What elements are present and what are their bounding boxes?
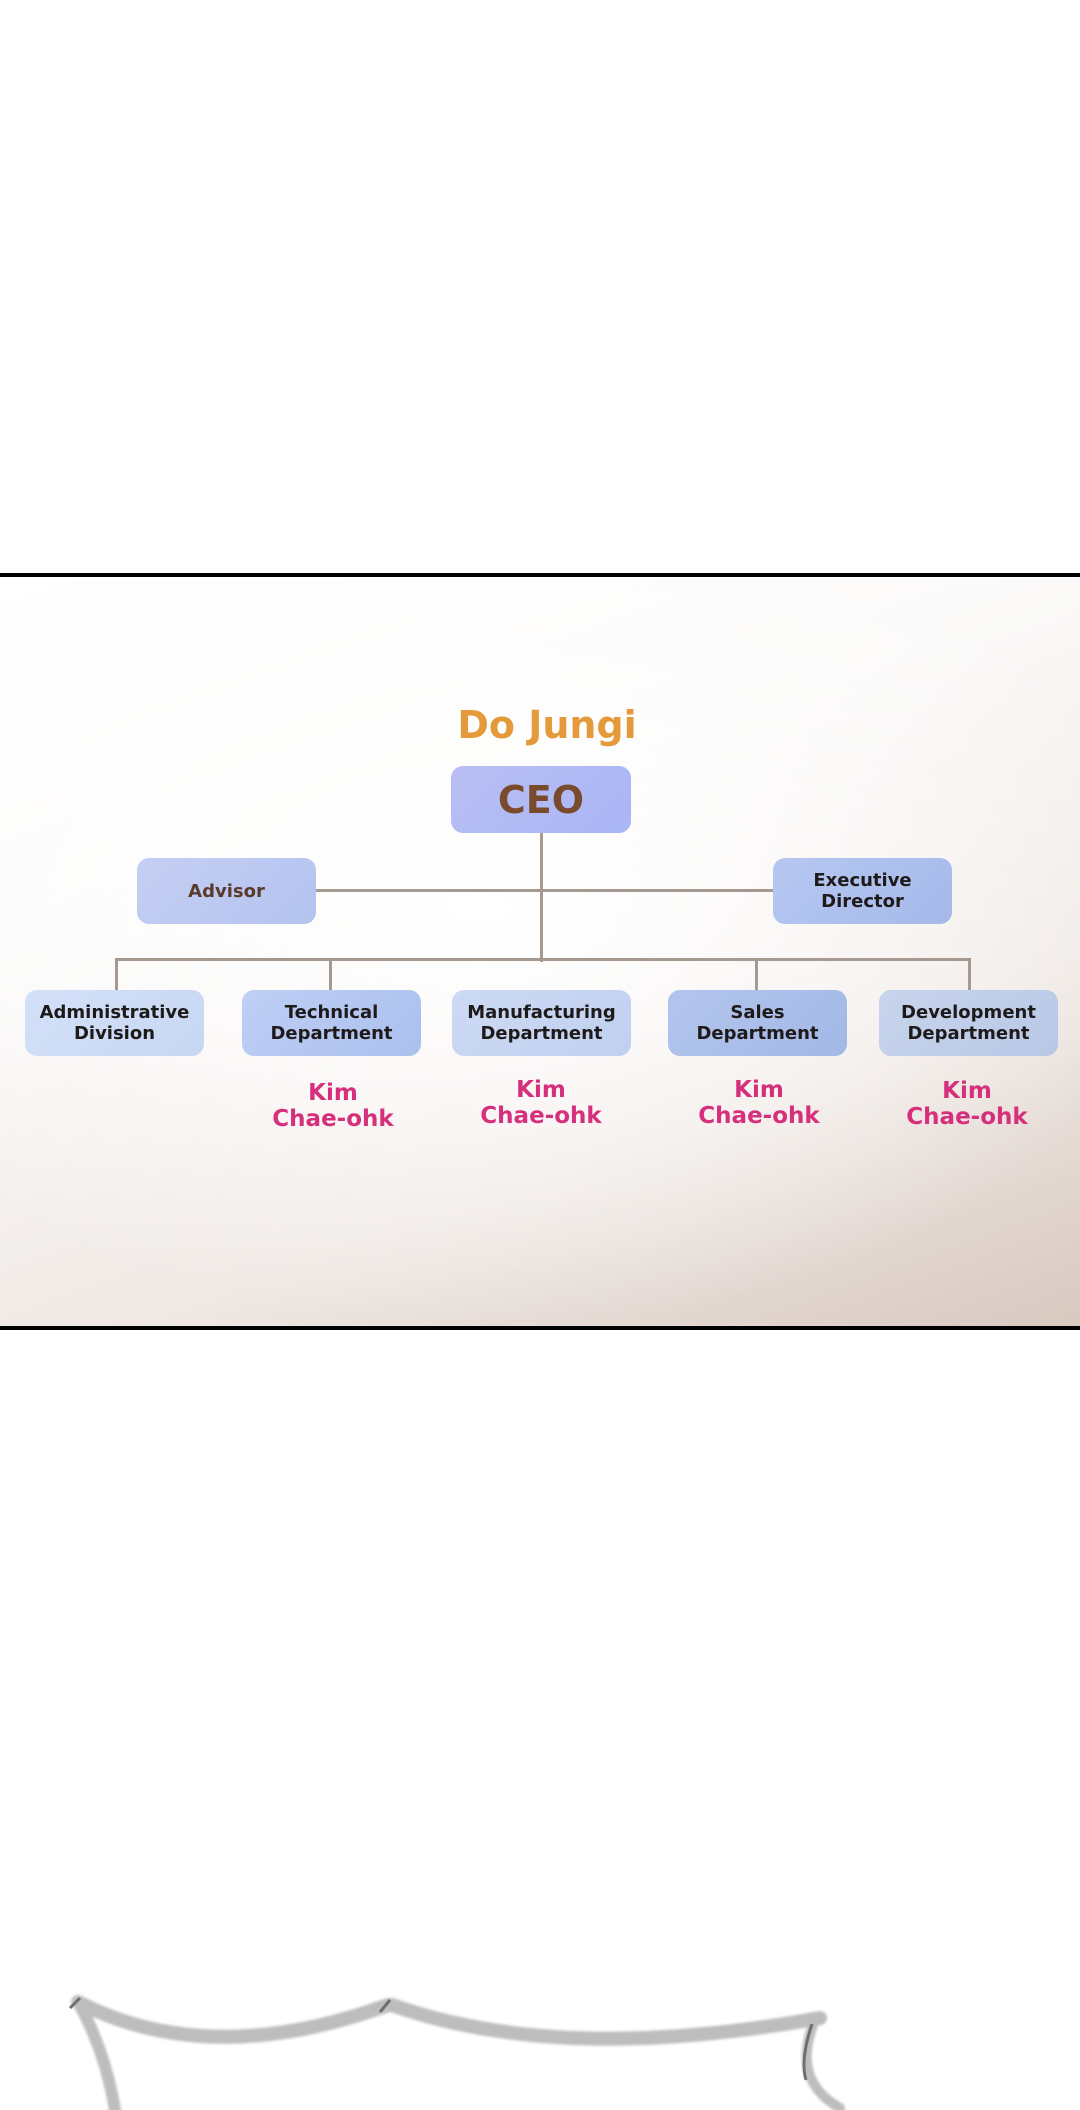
department-line2: Department	[696, 1023, 819, 1044]
department-line1: Development	[901, 1002, 1036, 1023]
department-line2: Department	[907, 1023, 1030, 1044]
department-box-development: Development Department	[879, 990, 1058, 1056]
connector-technical	[329, 958, 332, 991]
department-box-administrative: Administrative Division	[25, 990, 204, 1056]
connector-departments-horizontal	[115, 958, 971, 961]
department-box-sales: Sales Department	[668, 990, 847, 1056]
department-line1: Sales	[730, 1002, 785, 1023]
ceo-title: CEO	[497, 777, 585, 822]
executive-director-line2: Director	[821, 891, 904, 912]
department-line2: Department	[270, 1023, 393, 1044]
comic-panel-org-chart: CEO Advisor Executive Director Administr…	[0, 573, 1080, 1330]
connector-development	[968, 958, 971, 991]
connector-advisor-exec	[316, 889, 773, 892]
advisor-label: Advisor	[188, 880, 265, 902]
executive-director-line1: Executive	[813, 870, 912, 891]
department-line2: Department	[480, 1023, 603, 1044]
assignee-line2: Chae-ohk	[272, 1106, 394, 1132]
connector-sales	[755, 958, 758, 991]
department-box-technical: Technical Department	[242, 990, 421, 1056]
assignee-line2: Chae-ohk	[698, 1103, 820, 1129]
department-line1: Technical	[284, 1002, 379, 1023]
connector-ceo-vertical	[540, 832, 543, 962]
connector-admin	[115, 958, 118, 991]
assignee-line2: Chae-ohk	[906, 1104, 1028, 1130]
department-line1: Administrative	[39, 1002, 190, 1023]
executive-director-box: Executive Director	[773, 858, 952, 924]
speech-bubble-outline	[68, 1995, 845, 2110]
assignee-manufacturing: Kim Chae-ohk	[451, 1077, 631, 1129]
assignee-sales: Kim Chae-ohk	[669, 1077, 849, 1129]
department-line1: Manufacturing	[467, 1002, 616, 1023]
department-box-manufacturing: Manufacturing Department	[452, 990, 631, 1056]
assignee-technical: Kim Chae-ohk	[243, 1080, 423, 1132]
assignee-line1: Kim	[516, 1077, 566, 1103]
ceo-box: CEO	[451, 766, 631, 833]
assignee-line1: Kim	[308, 1080, 358, 1106]
ceo-person-name: Do Jungi	[457, 703, 637, 747]
assignee-development: Kim Chae-ohk	[877, 1078, 1057, 1130]
assignee-line1: Kim	[734, 1077, 784, 1103]
advisor-box: Advisor	[137, 858, 316, 924]
department-line2: Division	[73, 1023, 156, 1044]
assignee-line1: Kim	[942, 1078, 992, 1104]
assignee-line2: Chae-ohk	[480, 1103, 602, 1129]
